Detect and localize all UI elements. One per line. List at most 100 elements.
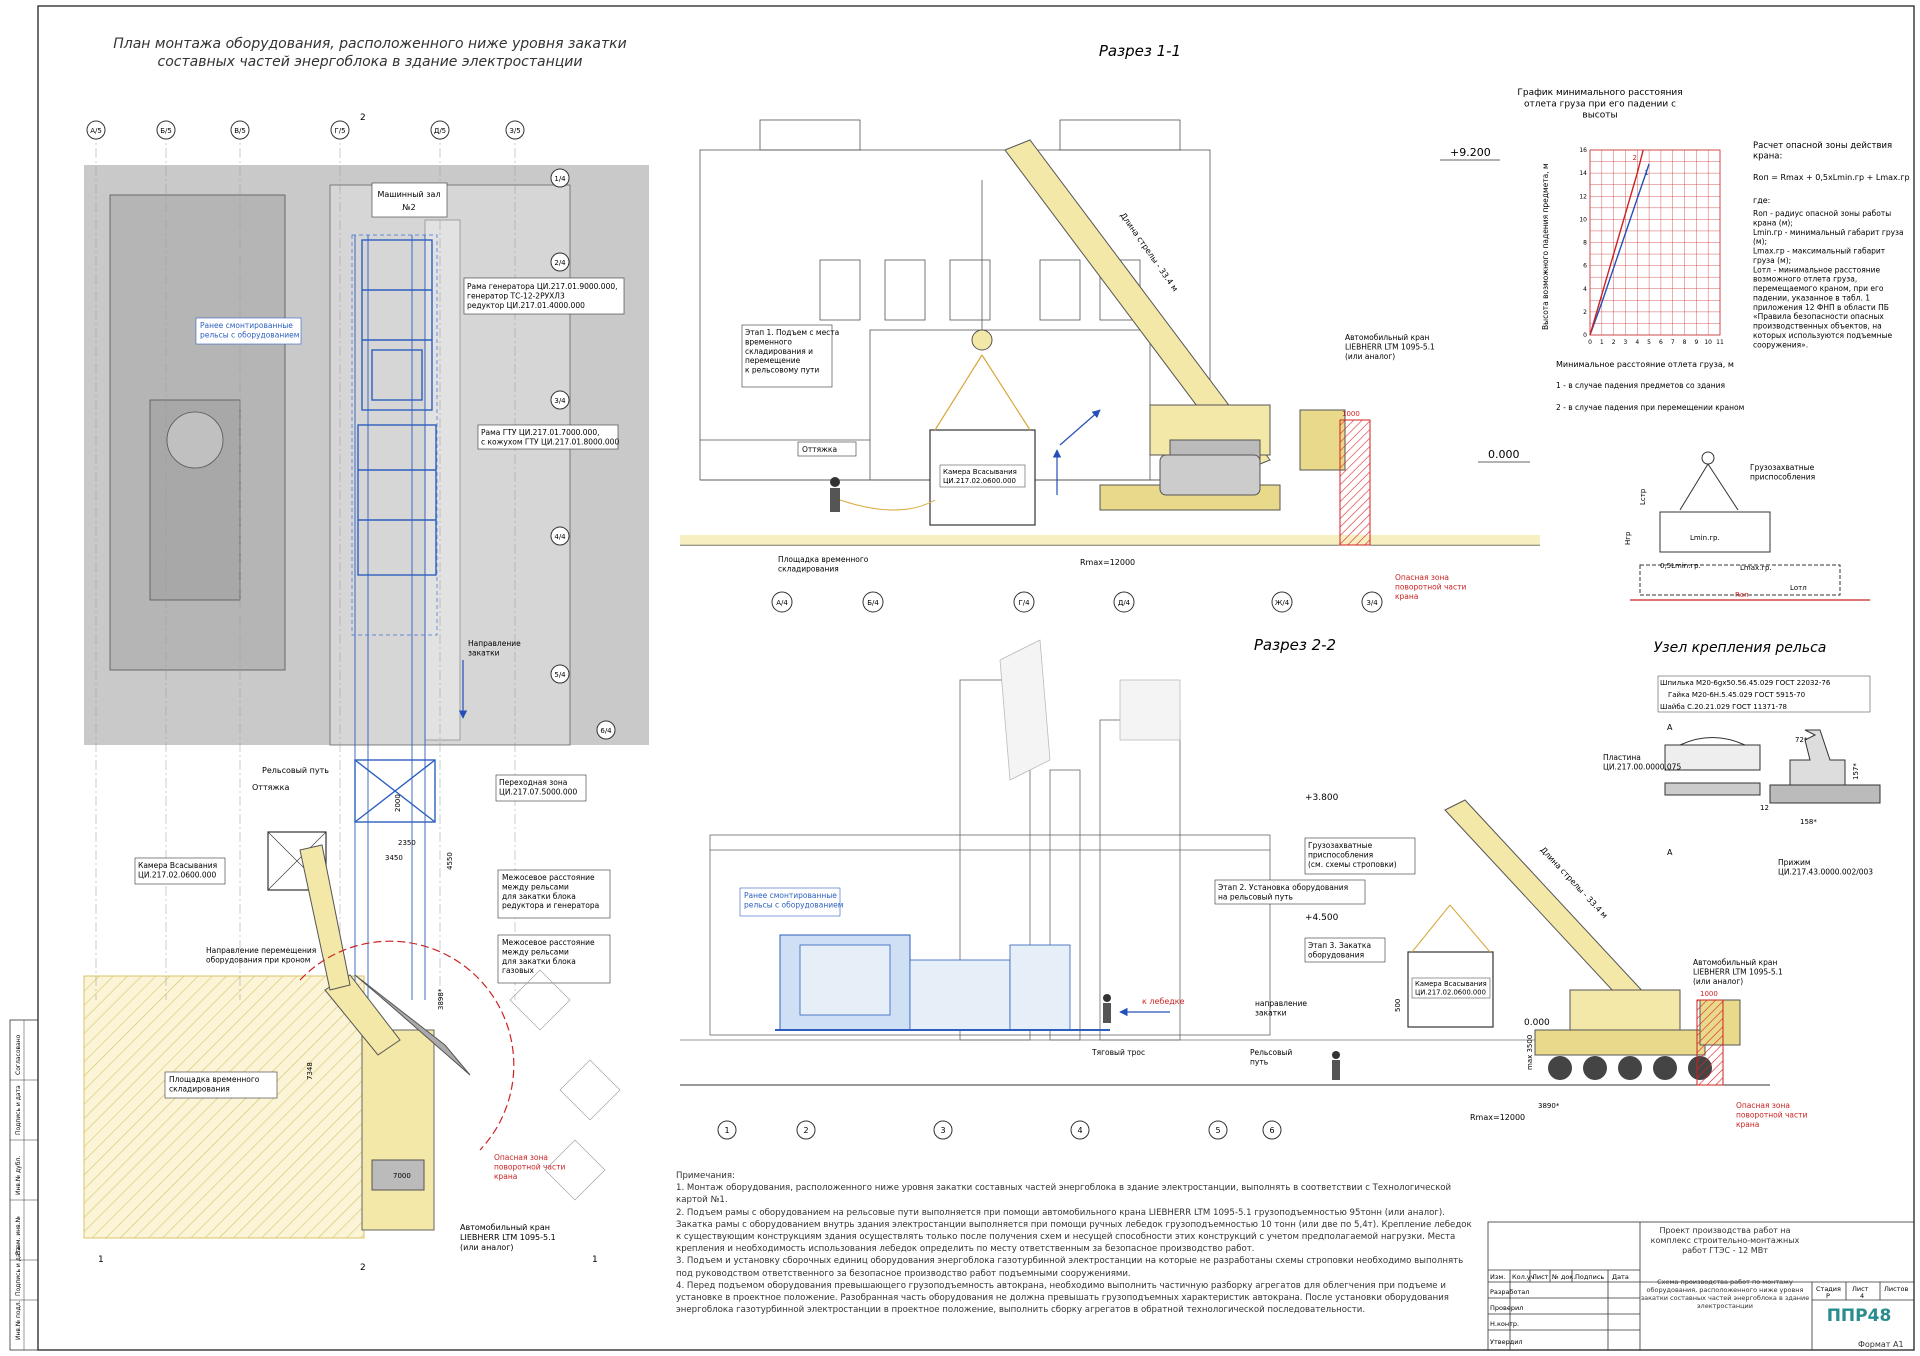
plan-axis-g5: Г/5 xyxy=(334,127,345,135)
plan-axis-a5: А/5 xyxy=(90,127,102,135)
side-cell-1: Подпись и дата xyxy=(15,1246,22,1296)
plan-axis-44: 4/4 xyxy=(554,533,566,541)
plan-dim-3450: 3450 xyxy=(385,854,403,862)
chart-xtick: 6 xyxy=(1659,339,1663,346)
chart-line-label-2: 2 xyxy=(1633,154,1637,162)
section1-rmax: Rmax=12000 xyxy=(1080,558,1135,567)
rail-dim-72: 72* xyxy=(1795,736,1808,744)
section-2-2: Разрез 2-2 +3.800 +4.500 0.000 Ранее смо… xyxy=(680,636,1807,1140)
note-1: 1. Монтаж оборудования, расположенного н… xyxy=(676,1183,1452,1206)
chart-xtick: 10 xyxy=(1704,339,1712,346)
section2-axes: 1 2 3 4 5 6 xyxy=(717,1120,1282,1140)
sketch-rop: Rоп xyxy=(1735,591,1749,599)
chart-ylabel: Высота возможного падения предмета, м xyxy=(1541,163,1550,330)
chart-xtick: 7 xyxy=(1671,339,1675,346)
section2-title: Разрез 2-2 xyxy=(1254,636,1336,654)
tb-stage: Р xyxy=(1826,1292,1830,1300)
section2-elev-mid: +4.500 xyxy=(1305,913,1339,923)
note-4: 4. Перед подъемом оборудования превышающ… xyxy=(676,1280,1449,1316)
calc-formula: Rоп = Rmax + 0,5хLmin.гр + Lmax.гр xyxy=(1753,173,1910,182)
plan-axis-v5: В/5 xyxy=(234,127,246,135)
chart-ytick: 8 xyxy=(1583,240,1587,247)
chart-series-line-2 xyxy=(1589,149,1644,336)
tb-col-1: Кол.уч xyxy=(1512,1273,1535,1281)
chart-legend-2: 2 - в случае падения при перемещении кра… xyxy=(1556,403,1744,412)
chart-xtick: 1 xyxy=(1600,339,1604,346)
plan-dim-3898: 3898* xyxy=(437,988,445,1010)
sketch-ropes: Lстр xyxy=(1639,488,1647,505)
chart-xlabel: Минимальное расстояние отлета груза, м xyxy=(1556,360,1734,369)
section2-dim-3890: 3890* xyxy=(1538,1102,1560,1110)
chart-xtick: 2 xyxy=(1612,339,1616,346)
tb-sheet-label: Лист xyxy=(1852,1285,1869,1293)
rail-sec-a-bottom: А xyxy=(1667,848,1673,857)
rail-sec-a-top: А xyxy=(1667,723,1673,732)
plan-rail-path-label: Рельсовый путь xyxy=(262,766,329,775)
sketch-hgr: Hгр xyxy=(1624,531,1632,545)
section2-axis-2: 2 xyxy=(803,1126,808,1135)
rail-dim-157: 157* xyxy=(1852,763,1860,780)
tb-project: Проект производства работ на комплекс ст… xyxy=(1650,1226,1800,1255)
plan-axis-24: 2/4 xyxy=(554,259,566,267)
sketch-half: 0,5Lmin.гр. xyxy=(1660,562,1701,570)
chart-xtick: 8 xyxy=(1683,339,1687,346)
rail-dim-158: 158* xyxy=(1800,818,1817,826)
title-block xyxy=(1487,1221,1915,1351)
tb-stage-label: Стадия xyxy=(1816,1285,1841,1293)
title-block-text: Изм. Кол.уч Лист № док. Подпись Дата Раз… xyxy=(1490,1273,1908,1346)
rail-node-title: Узел крепления рельса xyxy=(1654,640,1827,656)
rail-washer: Шайба С.20.21.029 ГОСТ 11371-78 xyxy=(1660,703,1787,711)
sketch-lotl: Lотл xyxy=(1790,584,1807,592)
side-cell-5: Согласовано xyxy=(15,1034,22,1075)
tb-role-3: Утвердил xyxy=(1490,1338,1523,1346)
chart-ytick: 10 xyxy=(1579,216,1587,223)
plan-storage-hatch xyxy=(83,975,365,1239)
tb-col-3: № док. xyxy=(1551,1273,1575,1281)
tb-col-4: Подпись xyxy=(1575,1273,1604,1281)
section2-axis-1: 1 xyxy=(724,1126,729,1135)
section2-dim-1000: 1000 xyxy=(1700,990,1718,998)
section2-axis-5: 5 xyxy=(1215,1126,1220,1135)
plan-section-1-left: 1 xyxy=(98,1255,104,1265)
note-3: 3. Подъем и установку сборочных единиц о… xyxy=(676,1256,1464,1279)
plan-axis-34: 3/4 xyxy=(554,397,566,405)
plan-section-1-right: 1 xyxy=(592,1255,598,1265)
side-cell-0: Инв.№ подл. xyxy=(15,1300,22,1340)
tb-role-2: Н.контр. xyxy=(1490,1320,1519,1328)
section2-axis-6: 6 xyxy=(1269,1126,1274,1135)
tb-col-0: Изм. xyxy=(1490,1273,1505,1281)
calc-where: где: xyxy=(1753,196,1770,205)
tb-sheet-title: Схема производства работ по монтажу обор… xyxy=(1640,1278,1810,1310)
plan-crane xyxy=(299,844,515,1231)
section1-sling: Оттяжка xyxy=(802,445,837,454)
section1-elev-zero: 0.000 xyxy=(1488,448,1520,461)
plan-equipment-frames xyxy=(354,239,437,823)
chart-xtick: 9 xyxy=(1694,339,1698,346)
chart-xtick: 0 xyxy=(1588,339,1592,346)
chart-series-line-1 xyxy=(1589,163,1650,336)
chart-ytick: 14 xyxy=(1579,170,1587,177)
chart-xtick: 4 xyxy=(1635,339,1639,346)
plan-rail-path xyxy=(354,235,426,1000)
plan-dim-2350: 2350 xyxy=(398,839,416,847)
tb-col-2: Лист xyxy=(1532,1273,1549,1281)
plan-section-2-bottom: 2 xyxy=(360,1263,366,1273)
plan-axis-d5: Д/5 xyxy=(434,127,446,135)
chart-xtick: 11 xyxy=(1716,339,1724,346)
